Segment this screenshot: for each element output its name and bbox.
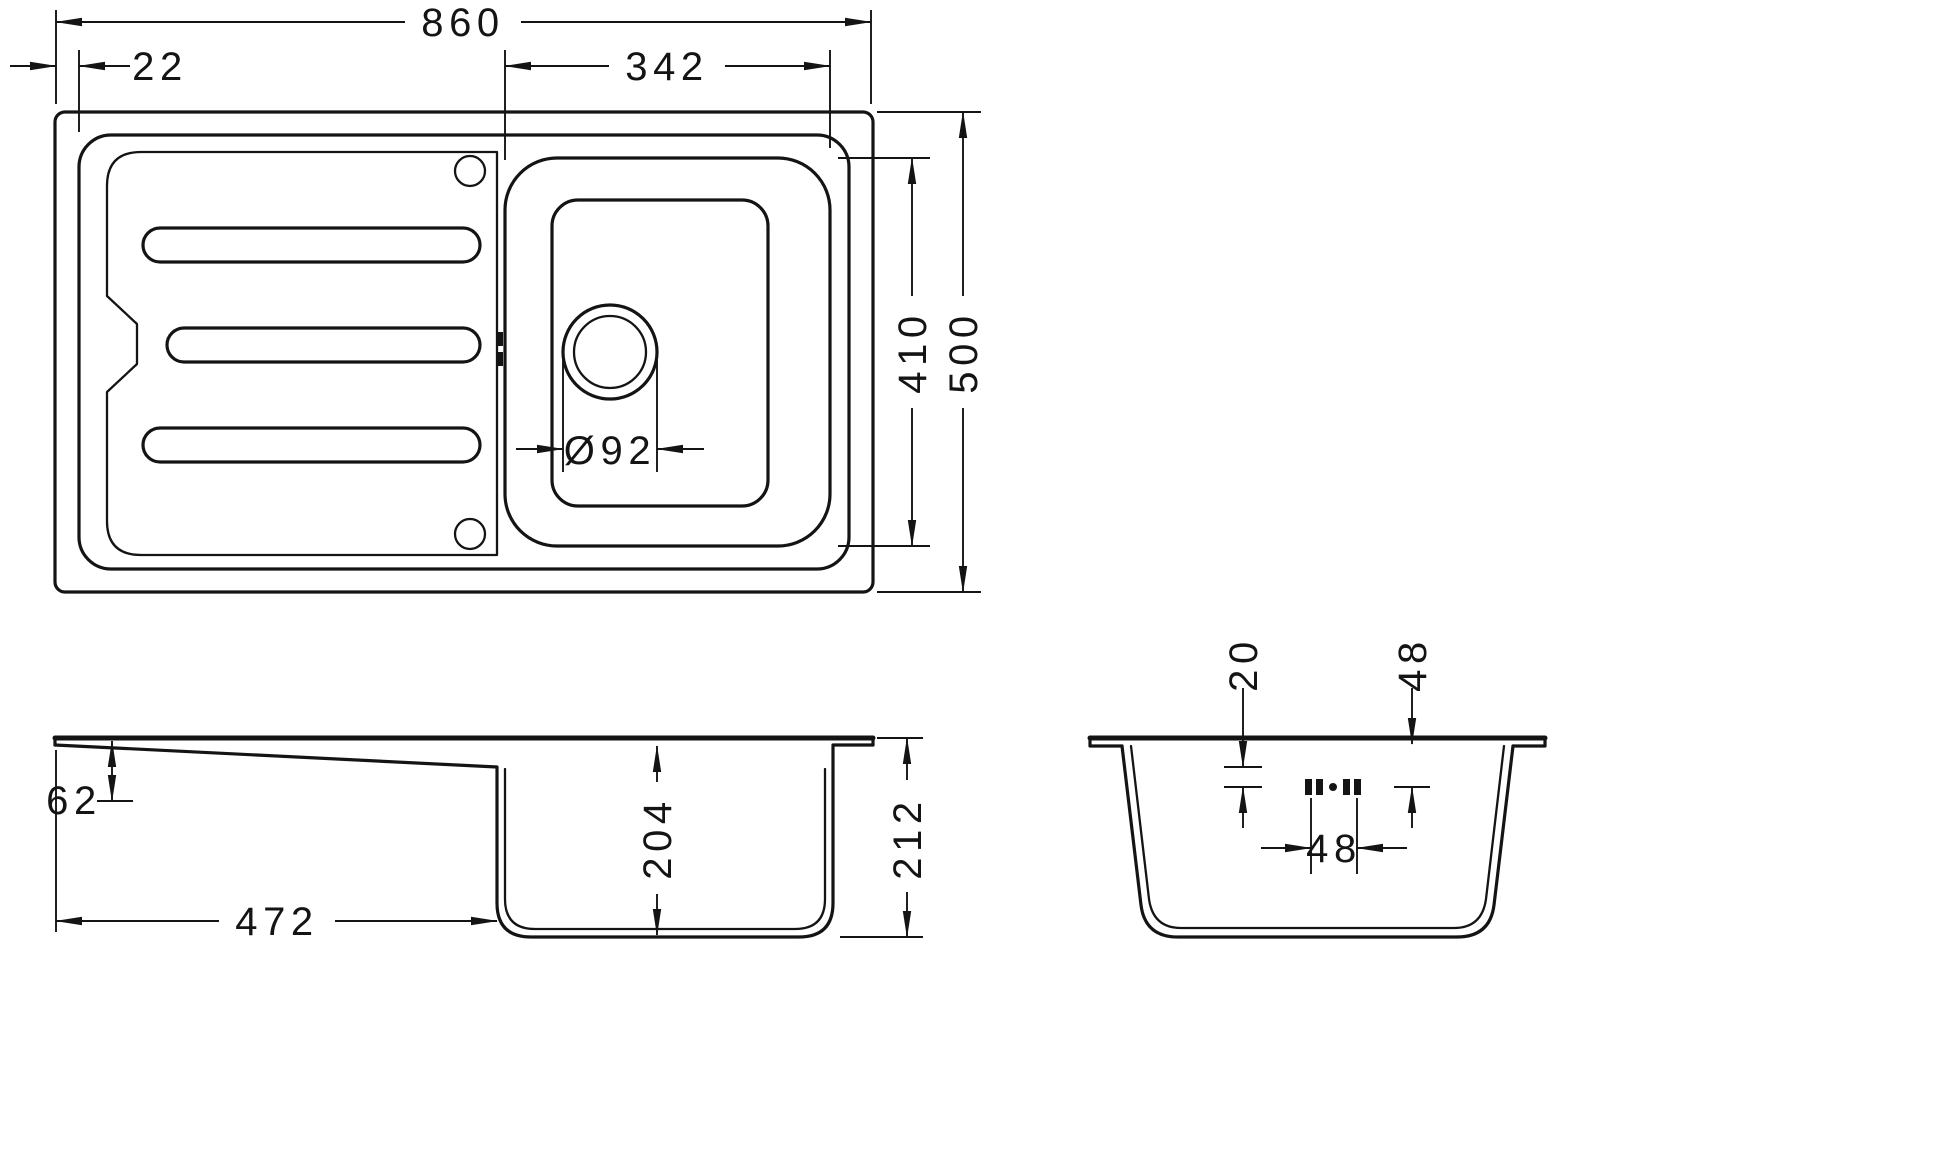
dim-overall-height-label: 212 xyxy=(886,796,930,880)
dim-front-edge-height-label: 62 xyxy=(46,779,102,823)
bowl-inner xyxy=(550,198,770,508)
drain-inner-circle xyxy=(572,314,648,390)
dim-label-bg xyxy=(886,780,928,892)
clip-center-dot xyxy=(1329,783,1337,791)
dim-fastener-spacing-label: 48 xyxy=(1306,827,1362,871)
dim-overall-width: 860 xyxy=(55,1,872,104)
drainboard-groove-bottom xyxy=(141,426,482,464)
dim-label-bg xyxy=(405,2,521,42)
dim-fastener-drop-label: 48 xyxy=(1391,636,1435,692)
dim-bowl-length-label: 410 xyxy=(891,310,935,394)
dim-rim-inset: 22 xyxy=(10,45,188,132)
dim-fastener-drop: 48 xyxy=(1391,636,1435,828)
dim-fastener-offset: 20 xyxy=(1222,636,1266,828)
clip-mark xyxy=(1354,779,1361,795)
side-view: 62 472 204 212 xyxy=(46,735,930,944)
side-bowl-inner-wall xyxy=(503,767,827,931)
dim-drainer-length-label: 472 xyxy=(235,900,319,944)
drain-outer-circle xyxy=(561,303,659,401)
sink-outer-edge xyxy=(53,110,875,594)
end-view: 20 48 48 xyxy=(1087,636,1548,939)
dim-drain-diameter-label: Ø92 xyxy=(564,429,656,473)
dim-label-bg xyxy=(609,48,725,88)
dim-bowl-width-label: 342 xyxy=(625,45,709,89)
dim-fastener-spacing: 48 xyxy=(1261,798,1407,874)
dim-label-bg xyxy=(1313,828,1355,870)
dim-label-bg xyxy=(219,901,335,941)
dim-overall-depth-label: 500 xyxy=(942,310,986,394)
dim-drainer-length: 472 xyxy=(55,750,498,944)
fastening-clip-symbol xyxy=(1305,779,1361,795)
dim-label-bg xyxy=(636,782,678,894)
end-right-rim xyxy=(1511,736,1547,748)
end-left-rim xyxy=(1088,736,1124,748)
end-bowl-outline xyxy=(1120,744,1515,939)
overflow-mark-bottom xyxy=(496,352,503,366)
dim-drain-diameter: Ø92 xyxy=(516,356,704,473)
dim-bowl-depth: 204 xyxy=(636,745,680,936)
end-bowl-inner-wall xyxy=(1129,744,1506,930)
dim-overall-width-label: 860 xyxy=(421,1,505,45)
drainboard-contour xyxy=(105,150,499,557)
dim-overall-depth: 500 xyxy=(877,111,986,593)
dim-label-bg xyxy=(942,296,984,408)
dim-fastener-offset-label: 20 xyxy=(1222,636,1266,692)
clip-mark xyxy=(1316,779,1323,795)
overflow-mark-top xyxy=(496,332,503,346)
dim-rim-inset-label: 22 xyxy=(132,45,188,89)
mounting-hole-bottom xyxy=(453,517,487,551)
mounting-hole-top xyxy=(453,154,487,188)
dim-bowl-length: 410 xyxy=(838,157,935,547)
top-view: 860 22 342 410 xyxy=(10,1,986,594)
side-bowl-outline xyxy=(53,743,875,939)
drainboard-groove-middle xyxy=(165,326,482,364)
drainboard-groove-top xyxy=(141,226,482,264)
sink-rim xyxy=(77,133,851,571)
dim-overall-height: 212 xyxy=(840,737,930,938)
dim-bowl-depth-label: 204 xyxy=(636,796,680,880)
clip-mark xyxy=(1305,779,1312,795)
bowl-outer xyxy=(503,156,832,548)
dim-label-bg xyxy=(891,296,933,408)
dim-front-edge-height: 62 xyxy=(46,740,133,823)
dim-bowl-width: 342 xyxy=(504,45,831,160)
clip-mark xyxy=(1343,779,1350,795)
